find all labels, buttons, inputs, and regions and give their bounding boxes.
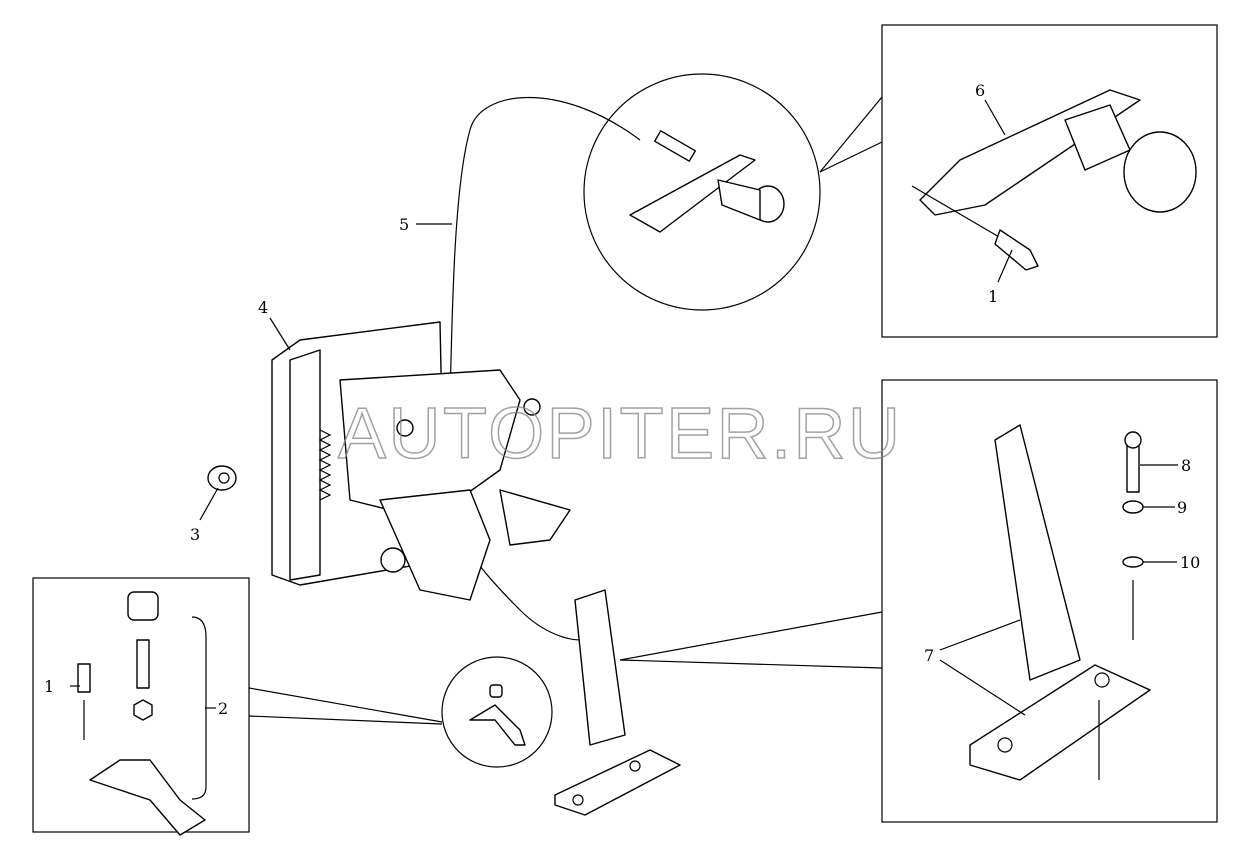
- callout-3: 3: [190, 525, 200, 544]
- callout-9: 9: [1177, 498, 1187, 517]
- pedal-bracket-assembly: [271, 321, 571, 601]
- pedal-detail-part-7: [969, 424, 1151, 781]
- callout-7: 7: [924, 646, 934, 665]
- accelerator-pedal: [554, 589, 681, 816]
- callout-5: 5: [399, 215, 409, 234]
- callout-4: 4: [258, 298, 268, 317]
- callout-10: 10: [1180, 553, 1200, 572]
- cable-end-bracket-zoom: [629, 130, 785, 233]
- detail-box-stop: [32, 577, 250, 833]
- detail-box-pedal: [881, 379, 1218, 823]
- detail-box-bracket: [881, 24, 1218, 338]
- zoom-circle-stop: [441, 656, 553, 768]
- zoom-circle-cable-end: [583, 73, 821, 311]
- connector-lines: [248, 96, 883, 725]
- nut-part-3: [207, 465, 237, 491]
- callout-6: 6: [975, 81, 985, 100]
- watermark: AUTOPITER.RU: [338, 394, 900, 474]
- pedal-stop-detail-part-2: [77, 591, 207, 836]
- callout-2: 2: [218, 699, 228, 718]
- callout-1-left: 1: [44, 677, 54, 696]
- callout-8: 8: [1181, 456, 1191, 475]
- stop-zoom-parts: [469, 684, 526, 746]
- leader-lines: [70, 99, 1178, 716]
- bracket-detail-part-6: [911, 89, 1197, 271]
- callout-1-detail: 1: [988, 287, 998, 306]
